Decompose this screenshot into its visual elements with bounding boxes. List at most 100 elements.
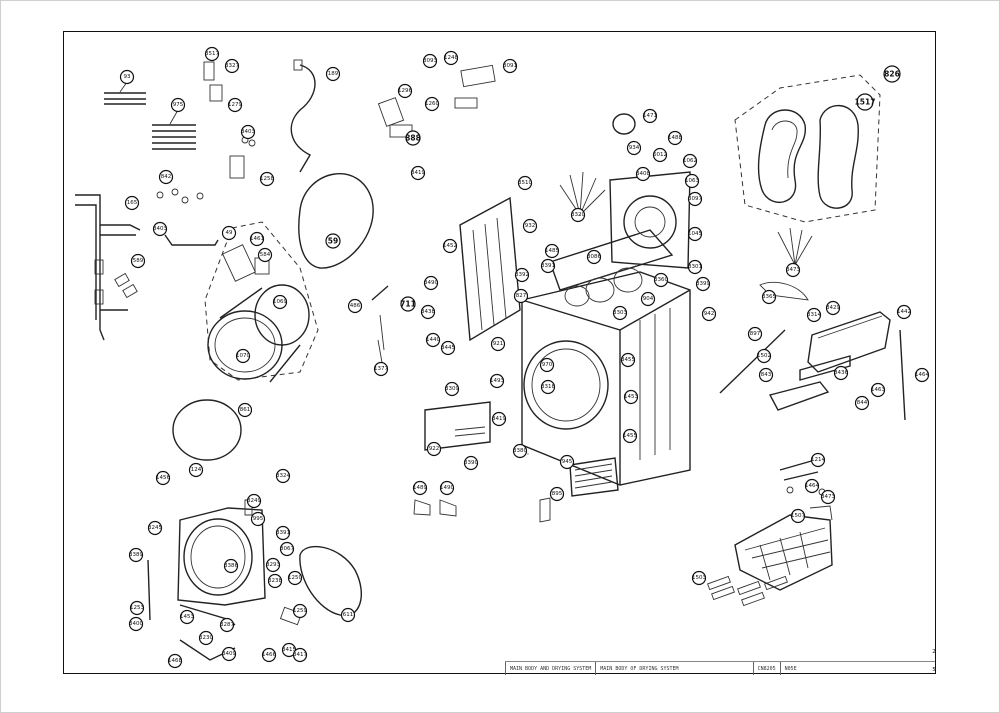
drum-1070 — [207, 284, 310, 383]
part-callout-label: 93 — [124, 74, 131, 80]
part-callout-label: 3403 — [241, 129, 255, 135]
part-callout-bubble — [373, 361, 389, 377]
part-callout-label: 49 — [226, 230, 233, 236]
part-callout-bubble — [198, 630, 214, 646]
part-callout-bubble — [128, 616, 144, 632]
part-callout-label: 1296 — [398, 88, 412, 94]
part-callout-label: 3389 — [129, 552, 143, 558]
title-block-desc-1: MAIN BODY AND DRYING SYSTEM — [505, 662, 595, 675]
part-callout-label: 1377 — [374, 366, 388, 372]
part-callout-bubble — [287, 570, 303, 586]
part-callout-label: 3067 — [280, 546, 294, 552]
part-callout-bubble — [820, 489, 836, 505]
part-callout-bubble — [227, 97, 243, 113]
part-callout-label: 124 — [191, 467, 202, 473]
part-callout-bubble — [883, 65, 901, 83]
part-callout-label: 1464 — [805, 483, 819, 489]
part-callout-bubble — [517, 175, 533, 191]
part-callout-bubble — [325, 233, 341, 249]
part-callout-label: 589 — [133, 258, 144, 264]
part-callout-label: 1453 — [180, 614, 194, 620]
part-callout-bubble — [626, 140, 642, 156]
part-callout-bubble — [653, 272, 669, 288]
connectors-589 — [114, 272, 138, 299]
part-callout-bubble — [810, 452, 826, 468]
part-callout-label: 3093 — [423, 58, 437, 64]
part-callout-label: 3386 — [224, 563, 238, 569]
sheet-marker-bottom: 5 — [932, 667, 936, 673]
part-callout-label: 3415 — [282, 647, 296, 653]
part-callout-label: 165 — [127, 200, 138, 206]
part-callout-bubble — [539, 357, 555, 373]
small-parts-842 — [156, 188, 204, 204]
part-callout-bubble — [854, 395, 870, 411]
front-seal-861 — [172, 399, 242, 461]
part-callout-label: 1489 — [413, 485, 427, 491]
part-callout-label: 1453 — [624, 394, 638, 400]
part-callout-bubble — [400, 296, 416, 312]
part-callout-label: 1455 — [623, 433, 637, 439]
basket-1507 — [734, 505, 833, 591]
part-callout-bubble — [128, 547, 144, 563]
clips-1503 — [707, 575, 788, 607]
part-callout-label: 1485 — [545, 248, 559, 254]
drum-belt-59 — [298, 173, 374, 269]
part-callout-label: 1466 — [262, 652, 276, 658]
part-callout-bubble — [687, 259, 703, 275]
part-callout-bubble — [347, 298, 363, 314]
part-callout-bubble — [292, 647, 308, 663]
part-callout-label: 3517 — [205, 51, 219, 57]
part-callout-label: 3391 — [541, 263, 555, 269]
part-callout-label: 3293 — [266, 562, 280, 568]
wire-spray — [559, 171, 813, 266]
part-callout-bubble — [440, 340, 456, 356]
part-callout-label: 3245 — [148, 525, 162, 531]
part-callout-bubble — [642, 108, 658, 124]
part-callout-label: 1440 — [426, 337, 440, 343]
part-callout-bubble — [422, 53, 438, 69]
part-callout-label: 1468 — [168, 658, 182, 664]
part-callout-label: 1045 — [688, 231, 702, 237]
part-callout-bubble — [261, 647, 277, 663]
part-callout-bubble — [622, 428, 638, 444]
drum-group-dashed — [204, 221, 319, 381]
part-callout-label: 932 — [525, 223, 536, 229]
part-callout-bubble — [833, 365, 849, 381]
part-callout-bubble — [410, 165, 426, 181]
part-callout-label: 584 — [260, 252, 271, 258]
part-callout-bubble — [443, 50, 459, 66]
part-callout-bubble — [914, 367, 930, 383]
water-tank-1464 — [807, 311, 906, 421]
part-callout-label: 59 — [328, 237, 338, 246]
part-callout-bubble — [684, 173, 700, 189]
part-callout-bubble — [513, 288, 529, 304]
part-callout-label: 3510 — [518, 180, 532, 186]
part-callout-bubble — [237, 402, 253, 418]
part-callout-label: 922 — [429, 446, 440, 452]
part-callout-bubble — [489, 373, 505, 389]
part-callout-label: 827 — [516, 293, 527, 299]
part-callout-bubble — [265, 557, 281, 573]
part-callout-label: 1456 — [156, 475, 170, 481]
part-callout-bubble — [412, 480, 428, 496]
part-callout-bubble — [463, 455, 479, 471]
drawer-parts — [719, 281, 851, 411]
part-callout-bubble — [426, 441, 442, 457]
part-callout-bubble — [612, 305, 628, 321]
part-callout-bubble — [806, 307, 822, 323]
part-callout-label: 1507 — [791, 513, 805, 519]
part-callout-bubble — [512, 443, 528, 459]
part-callout-label: 1517 — [855, 98, 876, 107]
part-callout-label: 3409 — [222, 651, 236, 657]
part-callout-bubble — [179, 609, 195, 625]
part-callout-bubble — [267, 573, 283, 589]
part-callout-bubble — [420, 304, 436, 320]
ring-1471 — [612, 113, 636, 135]
part-callout-label: 3403 — [153, 226, 167, 232]
part-callout-bubble — [540, 379, 556, 395]
part-callout-bubble — [623, 389, 639, 405]
part-callout-label: 3360 — [654, 277, 668, 283]
part-callout-bubble — [687, 226, 703, 242]
part-callout-label: 1463 — [871, 387, 885, 393]
filter-1517 — [757, 104, 859, 209]
